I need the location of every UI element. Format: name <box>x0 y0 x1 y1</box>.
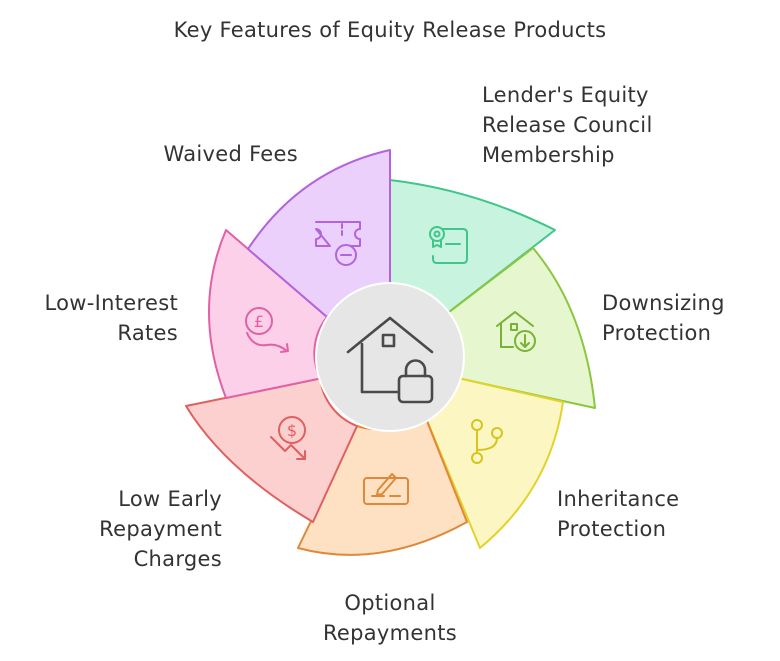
label-optional-repayments: Optional Repayments <box>322 591 458 645</box>
label-low-early-repayment-charges: Low Early Repayment Charges <box>99 487 222 571</box>
label-inheritance-protection: Inheritance Protection <box>557 487 680 541</box>
segment-low-early-repayment-charges <box>185 377 358 523</box>
certificate-scroll-icon <box>429 226 468 264</box>
branch-icon <box>471 419 503 464</box>
pound-down-arrow-icon: £ <box>245 307 289 353</box>
label-low-interest-rates: Low-Interest Rates <box>44 291 178 345</box>
dollar-down-arrow-icon: $ <box>270 416 306 460</box>
label-equity-release-council: Lender's Equity Release Council Membersh… <box>482 83 653 167</box>
house-down-arrow-icon <box>496 311 536 352</box>
label-waived-fees: Waived Fees <box>163 142 298 166</box>
svg-text:£: £ <box>254 312 264 331</box>
check-pen-icon <box>363 473 409 505</box>
label-downsizing-protection: Downsizing Protection <box>602 291 725 345</box>
segment-low-interest-rates <box>208 229 328 399</box>
svg-text:$: $ <box>287 421 297 440</box>
ticket-minus-icon <box>315 221 361 266</box>
center-hub <box>315 282 465 432</box>
diagram-title: Key Features of Equity Release Products <box>173 18 607 42</box>
house-lock-icon <box>346 316 434 404</box>
